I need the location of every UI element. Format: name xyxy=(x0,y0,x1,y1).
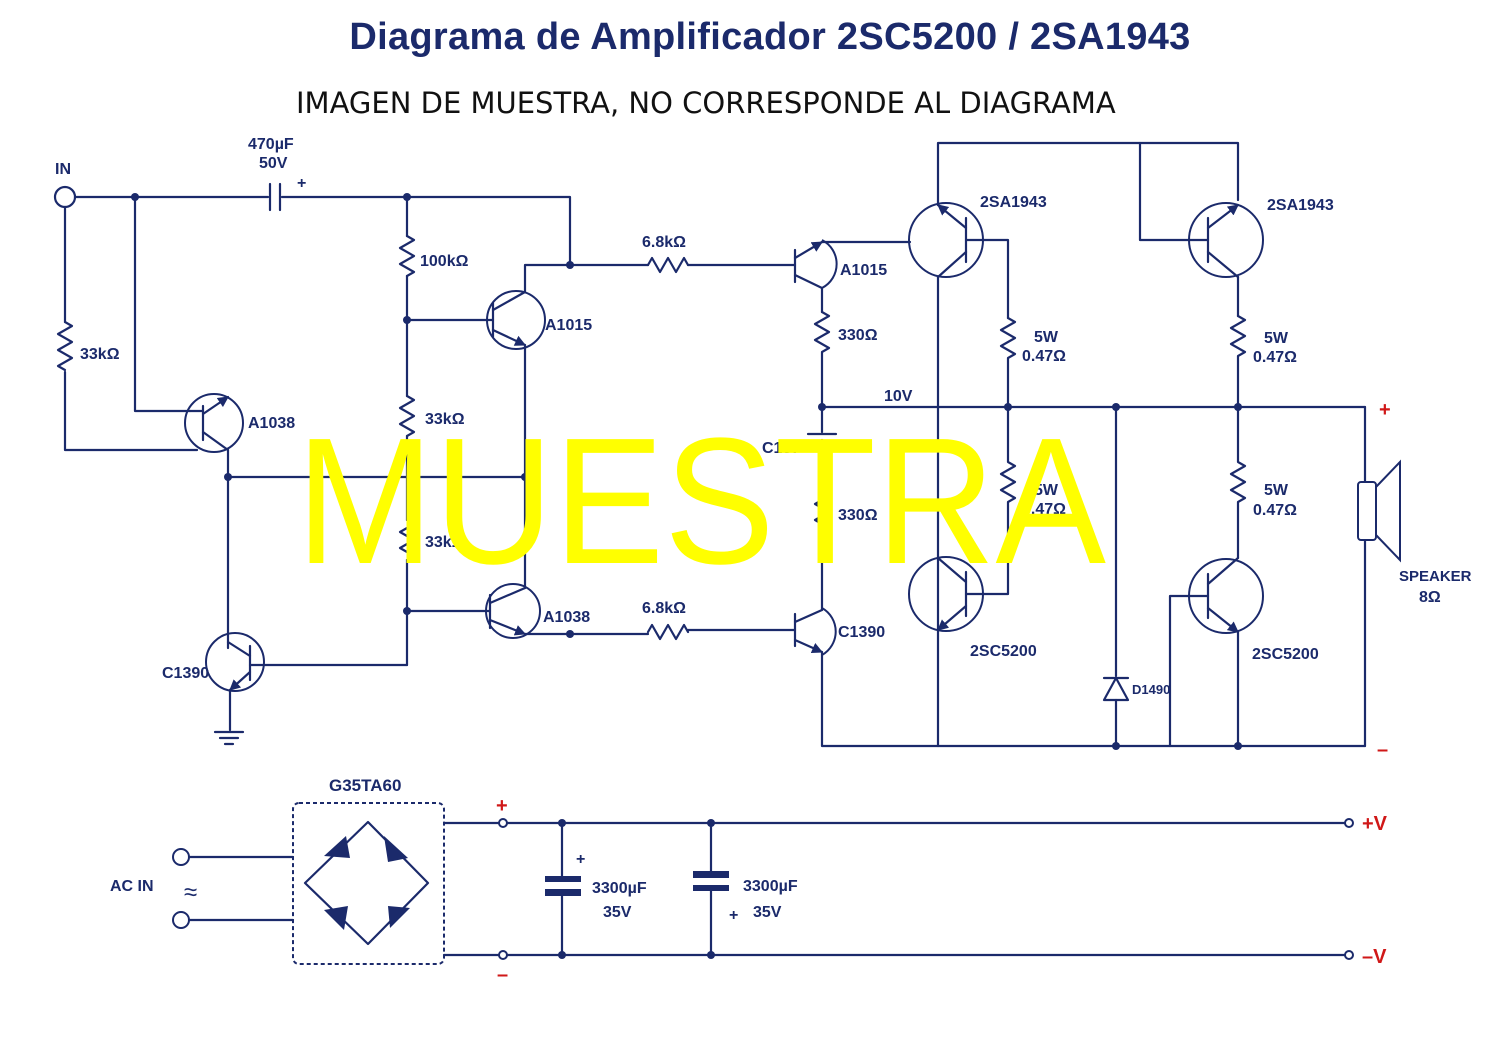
psu-cap-2-plus: + xyxy=(729,907,738,924)
psu-cap-1-voltage: 35V xyxy=(603,904,632,921)
q-ground-label: C1390 xyxy=(162,665,209,682)
r-link-top-label: 6.8kΩ xyxy=(642,234,686,251)
r-power-2-watts: 5W xyxy=(1264,330,1289,347)
input-terminal xyxy=(53,185,77,209)
resistor-6k8-bottom xyxy=(568,623,797,641)
speaker-icon xyxy=(1357,405,1401,748)
r-power-4-watts: 5W xyxy=(1264,482,1289,499)
q-input-label: A1038 xyxy=(248,415,295,432)
q-driver-bottom-label: A1038 xyxy=(543,609,590,626)
ac-input-terminals xyxy=(172,848,295,929)
speaker-label: SPEAKER xyxy=(1399,568,1472,585)
resistor-047-bottom-left xyxy=(982,405,1017,596)
transistor-a1038-input xyxy=(184,393,244,479)
transistor-a1015-vas xyxy=(793,239,912,314)
psu-capacitor-2 xyxy=(693,821,729,957)
r-emitter-top-label: 330Ω xyxy=(838,327,878,344)
psu-capacitor-1 xyxy=(545,821,581,957)
psu-plus: + xyxy=(496,795,508,817)
psu-rails xyxy=(442,818,1354,960)
cap-in-plus: + xyxy=(297,175,306,192)
resistor-047-bottom-right xyxy=(1229,405,1247,560)
speaker-impedance: 8Ω xyxy=(1419,589,1441,606)
r-bias-top-label: 100kΩ xyxy=(420,253,469,270)
resistor-330-bottom xyxy=(813,490,831,612)
cap-in-value: 470µF xyxy=(248,136,294,153)
r-emitter-bottom-label: 330Ω xyxy=(838,507,878,524)
r-power-2-value: 0.47Ω xyxy=(1253,349,1297,366)
transistor-2sc5200-right xyxy=(1168,556,1264,748)
bridge-label: G35TA60 xyxy=(329,776,401,795)
resistor-330-top xyxy=(813,310,831,409)
q-out-3-label: 2SC5200 xyxy=(970,643,1037,660)
resistor-6k8-top xyxy=(568,256,797,274)
sample-notice: IMAGEN DE MUESTRA, NO CORRESPONDE AL DIA… xyxy=(296,86,1116,120)
speaker-plus: + xyxy=(1379,399,1391,421)
rail-pos-label: +V xyxy=(1362,813,1388,835)
psu-minus: – xyxy=(497,964,508,986)
transistor-c1390-ground xyxy=(205,632,409,732)
page-title: Diagrama de Amplificador 2SC5200 / 2SA19… xyxy=(349,16,1191,58)
input-label: IN xyxy=(55,161,71,178)
r-bias-low-label: 33kΩ xyxy=(425,534,465,551)
input-wiring xyxy=(63,195,572,452)
psu-cap-2-voltage: 35V xyxy=(753,904,782,921)
transistor-2sa1943-left xyxy=(908,141,1240,748)
psu-cap-1-plus: + xyxy=(576,851,585,868)
bridge-rectifier-diodes xyxy=(303,820,430,946)
watermark-muestra: MUESTRA xyxy=(296,401,1106,602)
q-vas-bottom-label: C1390 xyxy=(838,624,885,641)
r-power-3-value: 0.47Ω xyxy=(1022,501,1066,518)
bridge-rectifier-box xyxy=(292,802,445,965)
q-out-2-label: 2SA1943 xyxy=(1267,197,1334,214)
transistor-a1038-driver xyxy=(485,475,572,639)
ac-in-label: AC IN xyxy=(110,878,154,895)
r-power-1-watts: 5W xyxy=(1034,329,1059,346)
transistor-2sc5200-left xyxy=(908,556,986,632)
resistor-047-top-right xyxy=(1229,314,1247,409)
r-power-4-value: 0.47Ω xyxy=(1253,502,1297,519)
q-out-4-label: 2SC5200 xyxy=(1252,646,1319,663)
diode-d1490 xyxy=(1102,405,1130,748)
diode-label: D1490 xyxy=(1132,682,1170,697)
r-power-3-watts: 5W xyxy=(1034,482,1059,499)
psu-cap-1-value: 3300µF xyxy=(592,880,647,897)
r-bias-mid-label: 33kΩ xyxy=(425,411,465,428)
transistor-mid-partial xyxy=(806,405,838,494)
rail-10v-label: 10V xyxy=(884,388,913,405)
speaker-minus: – xyxy=(1377,739,1388,761)
r-power-1-value: 0.47Ω xyxy=(1022,348,1066,365)
r-link-bottom-label: 6.8kΩ xyxy=(642,600,686,617)
transistor-2sa1943-right xyxy=(1138,141,1264,318)
mid-transistor-label: C137 xyxy=(762,440,800,457)
resistor-047-top-left xyxy=(999,316,1017,409)
ac-symbol: ≈ xyxy=(184,879,197,906)
q-out-1-label: 2SA1943 xyxy=(980,194,1047,211)
q-vas-top-label: A1015 xyxy=(840,262,887,279)
transistor-c1390-vas xyxy=(793,607,1367,748)
cap-in-voltage: 50V xyxy=(259,155,288,172)
q-driver-top-label: A1015 xyxy=(545,317,592,334)
ground-symbol xyxy=(213,730,245,746)
psu-cap-2-value: 3300µF xyxy=(743,878,798,895)
transistor-a1015-driver xyxy=(486,263,572,479)
rail-neg-label: –V xyxy=(1362,946,1387,968)
resistor-33k-input xyxy=(56,320,74,372)
input-capacitor xyxy=(268,182,282,212)
r-in-label: 33kΩ xyxy=(80,346,120,363)
